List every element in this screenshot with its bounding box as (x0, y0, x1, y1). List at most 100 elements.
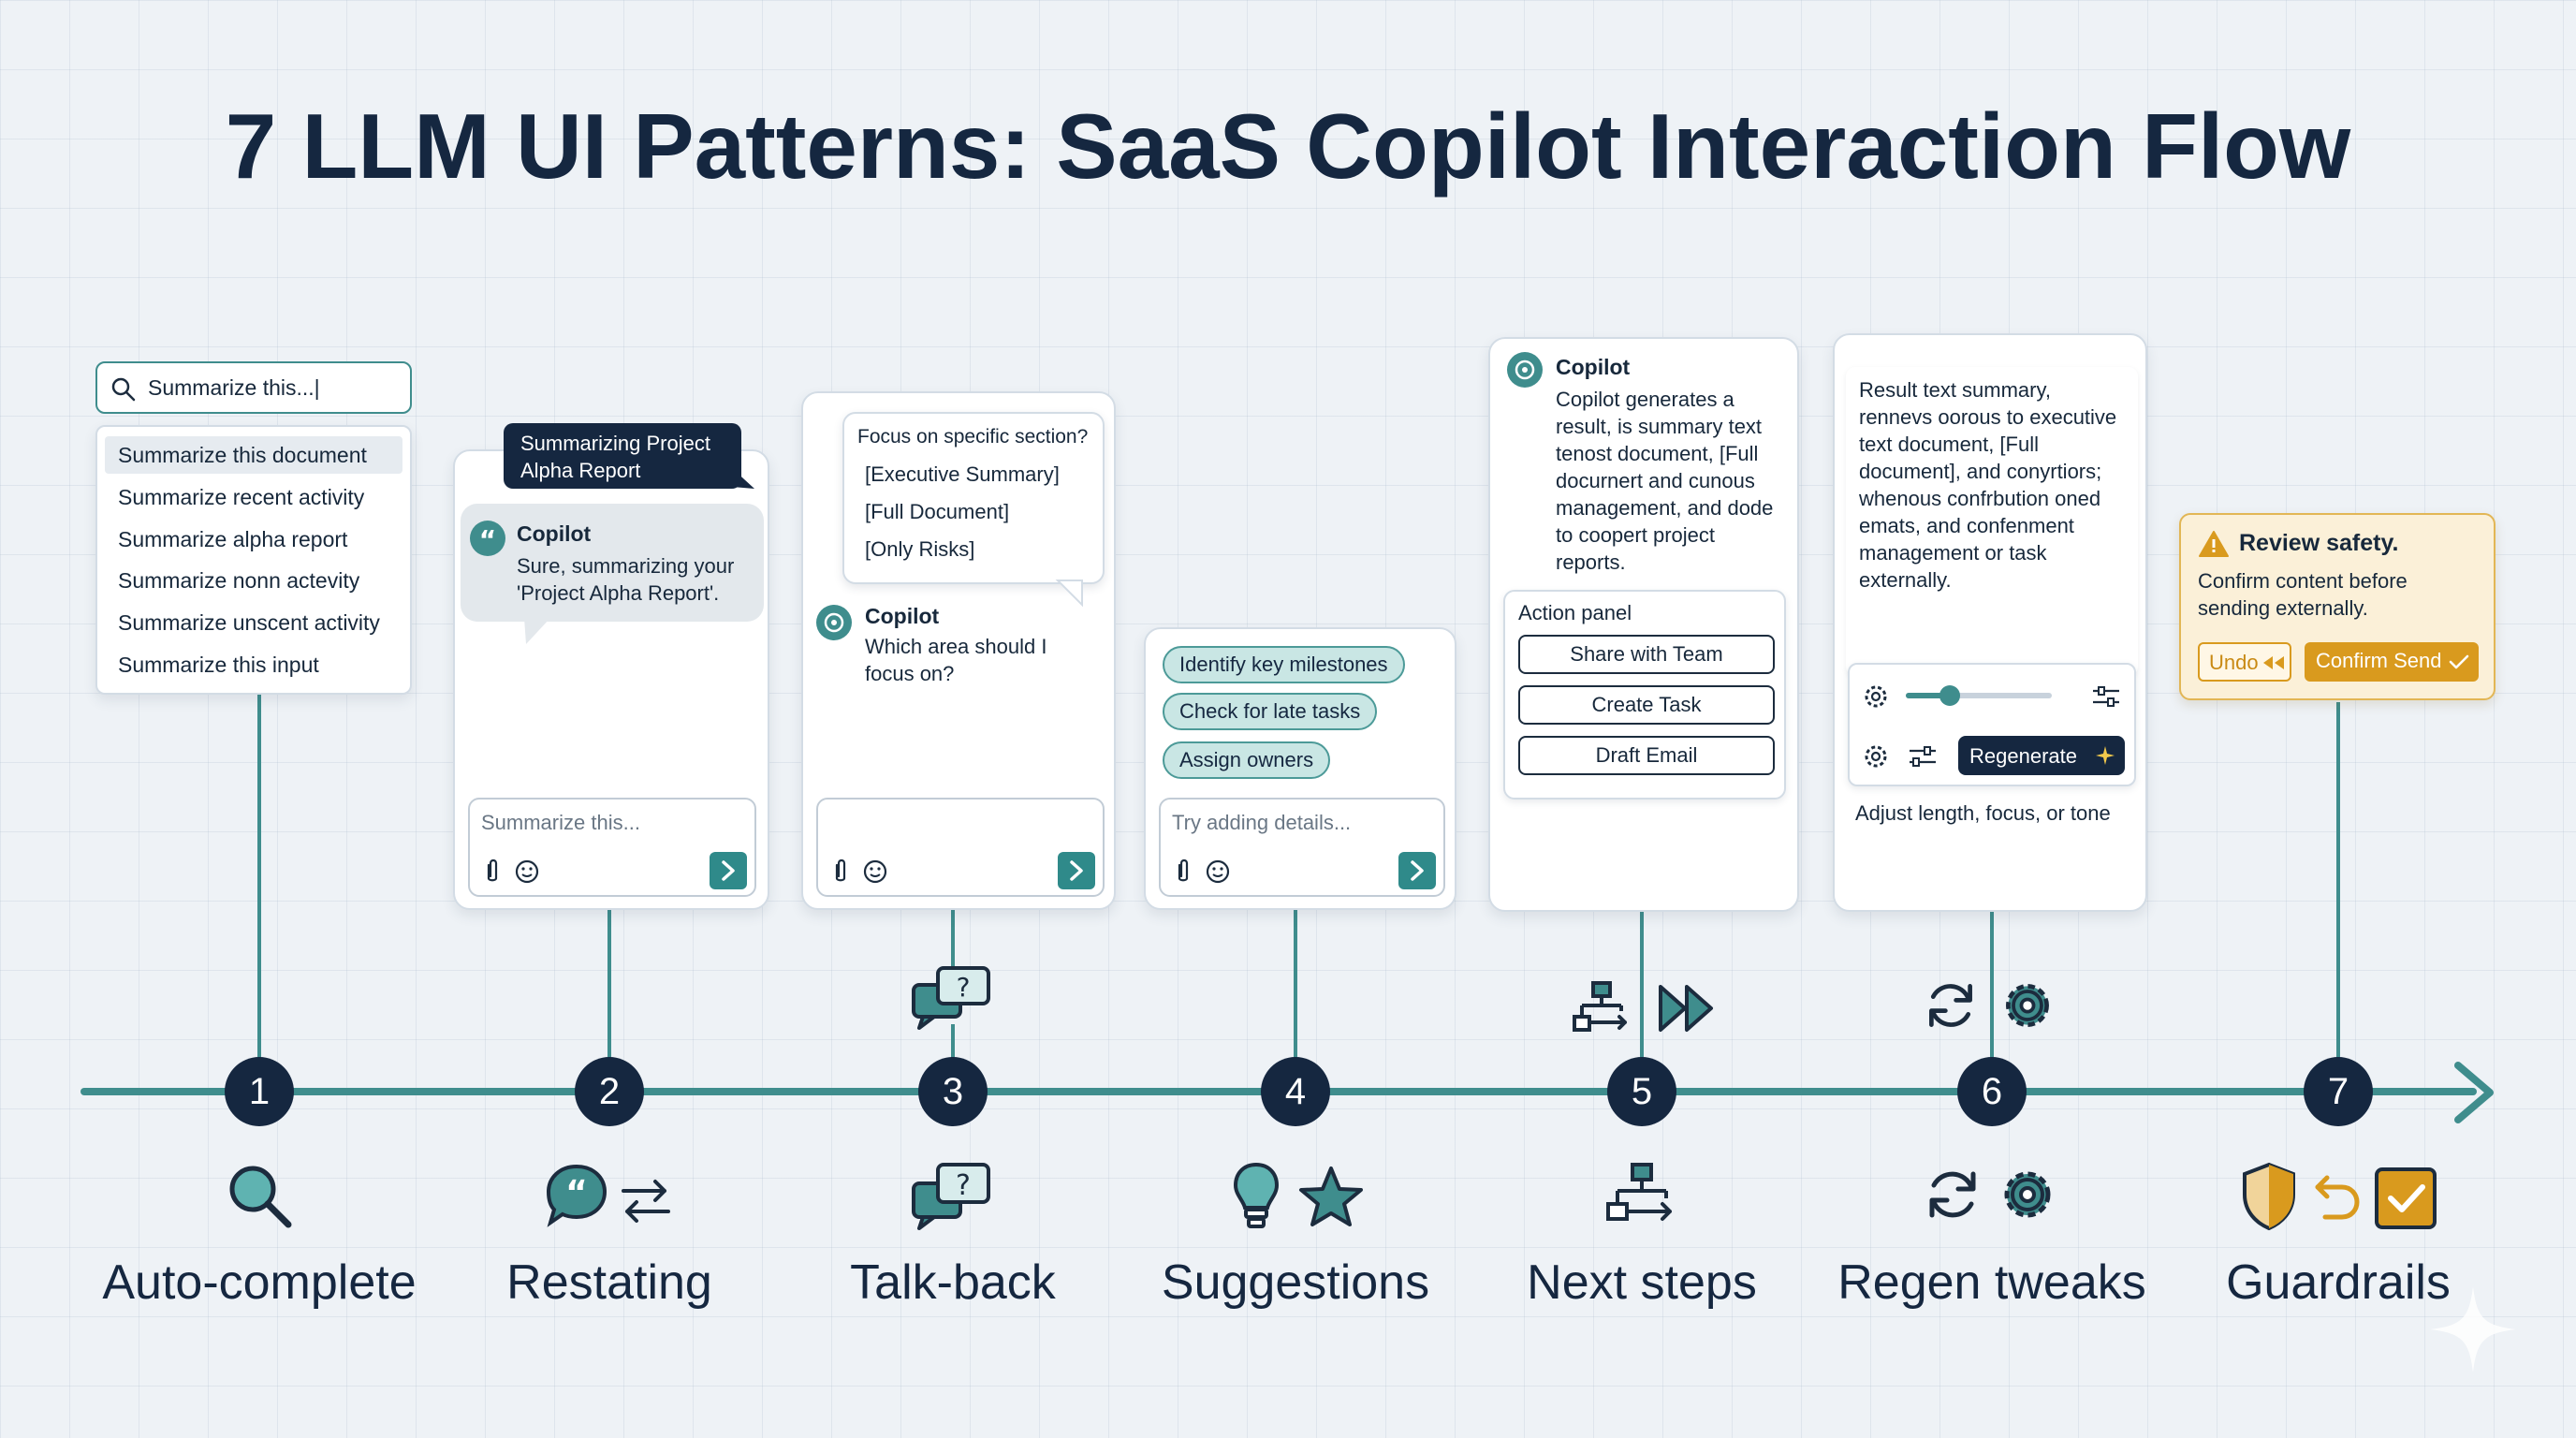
tooltip-text: Summarizing Project Alpha Report (520, 432, 710, 482)
gear-settings-icon[interactable] (1863, 743, 1889, 770)
rewind-icon (2263, 656, 2284, 669)
quote-bubble-icon: “ (546, 1164, 607, 1227)
focus-option[interactable]: [Only Risks] (865, 537, 975, 561)
autocomplete-option[interactable]: Summarize this document (118, 443, 367, 467)
autocomplete-option-highlight (105, 436, 402, 474)
pattern-label-2: Restating (506, 1255, 712, 1310)
flowchart-icon (1606, 1163, 1672, 1221)
magnifier-icon (229, 1166, 292, 1228)
regenerate-button[interactable]: Regenerate (1958, 736, 2125, 775)
copilot-logo-icon (824, 612, 844, 633)
tune-icon[interactable] (1908, 743, 1938, 770)
connector-4 (1294, 908, 1297, 1090)
connector-2 (607, 908, 611, 1090)
connector-5 (1640, 910, 1644, 1090)
regen-caption: Adjust length, focus, or tone (1855, 801, 2111, 825)
regen-panel: Result text summary, rennevs oorous to e… (1833, 333, 2147, 912)
emoji-icon[interactable] (863, 859, 887, 884)
send-button[interactable] (710, 852, 747, 889)
gear-icon (2004, 1171, 2051, 1218)
autocomplete-query-text: Summarize this...| (148, 375, 320, 400)
autocomplete-option[interactable]: Summarize unscent activity (118, 610, 380, 635)
length-slider[interactable] (1906, 685, 2052, 706)
step-node-7: 7 (2304, 1057, 2373, 1126)
gear-small-icon (2006, 984, 2049, 1027)
attach-icon[interactable] (1174, 858, 1193, 886)
refresh-icon (1929, 1171, 1976, 1218)
guardrails-warning-card: Review safety. Confirm content before se… (2179, 513, 2496, 700)
confirm-label: Confirm Send (2316, 649, 2442, 672)
emoji-icon[interactable] (515, 859, 539, 884)
tooltip-tail (732, 468, 754, 489)
restating-message: Sure, summarizing your 'Project Alpha Re… (517, 554, 735, 605)
check-icon (2449, 654, 2469, 669)
page-title: 7 LLM UI Patterns: SaaS Copilot Interact… (225, 95, 2351, 198)
fast-forward-icon (1659, 985, 1713, 1032)
suggestion-chip[interactable]: Check for late tasks (1163, 693, 1378, 730)
connector-1 (257, 693, 261, 1090)
talkback-chat-icon: ? (912, 966, 990, 1030)
suggestion-chip[interactable]: Identify key milestones (1163, 646, 1405, 683)
action-panel-title: Action panel (1518, 601, 1632, 624)
pattern-label-3: Talk-back (850, 1255, 1056, 1310)
step-node-4: 4 (1261, 1057, 1330, 1126)
send-button[interactable] (1058, 852, 1095, 889)
draft-email-button[interactable]: Draft Email (1518, 736, 1775, 775)
nextsteps-panel: Copilot Copilot generates a result, is s… (1488, 337, 1799, 912)
restating-tooltip: Summarizing Project Alpha Report (504, 423, 741, 489)
search-icon (111, 377, 136, 402)
step-node-6: 6 (1957, 1057, 2027, 1126)
gear-settings-icon[interactable] (1863, 683, 1889, 710)
sliders-icon[interactable] (2091, 683, 2121, 710)
connector-3 (951, 908, 955, 966)
autocomplete-option[interactable]: Summarize recent activity (118, 485, 365, 509)
action-panel: Action panel Share with Team Create Task… (1503, 590, 1786, 800)
lightbulb-icon (1233, 1162, 1280, 1228)
focus-prompt-bubble: Focus on specific section? [Executive Su… (842, 412, 1105, 584)
svg-text:?: ? (956, 1169, 971, 1202)
guardrails-message: Confirm content before sending externall… (2198, 569, 2408, 620)
result-text: Result text summary, rennevs oorous to e… (1859, 378, 2117, 592)
pattern-label-7: Guardrails (2226, 1255, 2451, 1310)
copilot-avatar (816, 605, 852, 640)
focus-option[interactable]: [Full Document] (865, 500, 1010, 523)
attach-icon[interactable] (831, 858, 850, 886)
send-button[interactable] (1398, 852, 1436, 889)
length-slider-fill (1906, 693, 1950, 698)
confirm-send-button[interactable]: Confirm Send (2305, 642, 2479, 682)
timeline-arrow-icon (2454, 1062, 2494, 1123)
regen-controls: Regenerate (1848, 663, 2136, 786)
input-placeholder: Summarize this... (481, 811, 640, 834)
talkback-chat-input[interactable] (816, 798, 1105, 897)
share-with-team-button[interactable]: Share with Team (1518, 635, 1775, 674)
length-slider-knob[interactable] (1939, 685, 1960, 706)
autocomplete-search-input[interactable]: Summarize this...| (95, 361, 412, 414)
emoji-icon[interactable] (1206, 859, 1230, 884)
svg-text:“: “ (479, 524, 496, 555)
autocomplete-option[interactable]: Summarize alpha report (118, 527, 348, 551)
question-chat-icon: ? (912, 1163, 990, 1230)
restating-chat-input[interactable]: Summarize this... (468, 798, 756, 897)
connector-7 (2336, 702, 2340, 1090)
focus-option[interactable]: [Executive Summary] (865, 462, 1060, 486)
restating-chat-panel: “ Copilot Sure, summarizing your 'Projec… (453, 449, 769, 910)
result-box: Result text summary, rennevs oorous to e… (1846, 367, 2138, 676)
step-node-3: 3 (918, 1057, 988, 1126)
input-placeholder: Try adding details... (1172, 811, 1352, 834)
copilot-sender-label: Copilot (517, 521, 592, 546)
attach-icon[interactable] (483, 858, 502, 886)
send-arrow-icon (1070, 860, 1083, 881)
suggestion-chip[interactable]: Assign owners (1163, 741, 1331, 779)
talkback-chat-panel: Focus on specific section? [Executive Su… (801, 391, 1116, 910)
copilot-avatar: “ (470, 521, 505, 556)
copilot-logo-icon (1515, 360, 1535, 380)
undo-button[interactable]: Undo (2198, 642, 2291, 682)
copilot-sender-label: Copilot (1556, 355, 1631, 379)
pattern-label-6: Regen tweaks (1837, 1255, 2146, 1310)
autocomplete-option[interactable]: Summarize nonn actevity (118, 568, 360, 593)
suggestions-chat-input[interactable]: Try adding details... (1159, 798, 1445, 897)
autocomplete-option[interactable]: Summarize this input (118, 653, 319, 677)
quote-icon: “ (479, 524, 496, 555)
sparkle-icon (2096, 746, 2115, 765)
create-task-button[interactable]: Create Task (1518, 685, 1775, 725)
